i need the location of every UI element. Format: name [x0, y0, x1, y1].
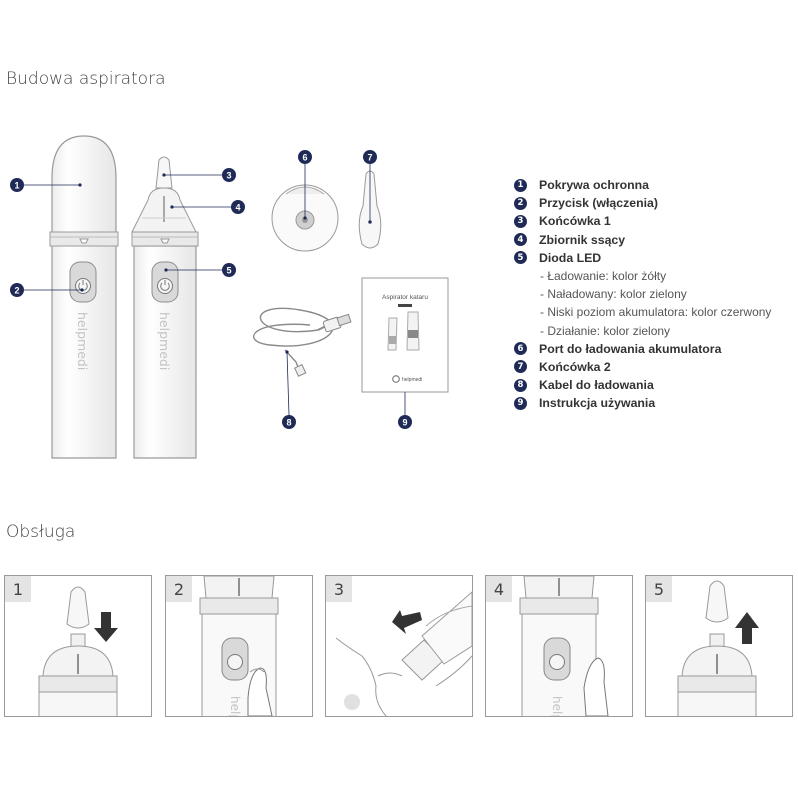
svg-text:9: 9 [402, 418, 407, 428]
arrow-down-icon [94, 612, 118, 642]
instruction-manual: Aspirator kataru helpmedi [361, 277, 449, 393]
svg-text:8: 8 [286, 418, 291, 428]
step-2-illustration: helpmedi [199, 576, 279, 716]
step-4-number: 4 [486, 576, 512, 602]
svg-text:2: 2 [14, 286, 19, 296]
charging-cable [252, 307, 352, 377]
callout-4: 4 [231, 200, 245, 214]
led-state-charging: - Ładowanie: kolor żółty [540, 269, 667, 284]
step-3-panel: 3 [325, 575, 473, 717]
step-4-illustration: helpmedi [519, 576, 609, 716]
step-1-illustration [38, 586, 118, 716]
usage-title: Obsługa [6, 522, 76, 542]
led-state-operating: - Działanie: kolor zielony [540, 323, 671, 338]
callout-7: 7 [363, 150, 377, 164]
arrow-up-icon [735, 612, 759, 644]
step-5-number: 5 [646, 576, 672, 602]
step-3-number: 3 [326, 576, 352, 602]
step-2-brand: helpmedi [228, 696, 242, 716]
product-diagram: helpmedi helpmedi [10, 135, 449, 459]
callout-3: 3 [222, 168, 236, 182]
svg-text:5: 5 [226, 266, 231, 276]
step-1-panel: 1 [4, 575, 152, 717]
callout-9: 9 [398, 415, 412, 429]
callout-5: 5 [222, 263, 236, 277]
manual-brand: helpmedi [402, 377, 422, 383]
svg-text:6: 6 [302, 153, 307, 163]
step-5-illustration [677, 580, 759, 716]
step-4-brand: helpmedi [550, 696, 564, 716]
structure-title: Budowa aspiratora [6, 69, 166, 89]
step-3-illustration [335, 591, 472, 716]
device-with-cover: helpmedi [49, 135, 119, 459]
led-state-charged: - Naładowany: kolor zielony [540, 287, 687, 302]
step-1-number: 1 [5, 576, 31, 602]
step-4-panel: 4 helpmedi [485, 575, 633, 717]
arrow-left-icon [392, 610, 422, 634]
step-5-panel: 5 [645, 575, 793, 717]
device-brand-2: helpmedi [157, 312, 172, 370]
svg-text:1: 1 [14, 181, 19, 191]
step-2-number: 2 [166, 576, 192, 602]
callout-6: 6 [298, 150, 312, 164]
step-2-panel: 2 helpmedi [165, 575, 313, 717]
device-brand: helpmedi [75, 312, 90, 370]
callout-8: 8 [282, 415, 296, 429]
device-open: helpmedi [131, 156, 199, 459]
svg-text:3: 3 [226, 171, 231, 181]
manual-title: Aspirator kataru [382, 294, 428, 301]
callout-1: 1 [10, 178, 24, 192]
svg-text:4: 4 [235, 203, 240, 213]
led-state-low-battery: - Niski poziom akumulatora: kolor czerwo… [540, 305, 772, 320]
svg-text:7: 7 [367, 153, 372, 163]
callout-2: 2 [10, 283, 24, 297]
